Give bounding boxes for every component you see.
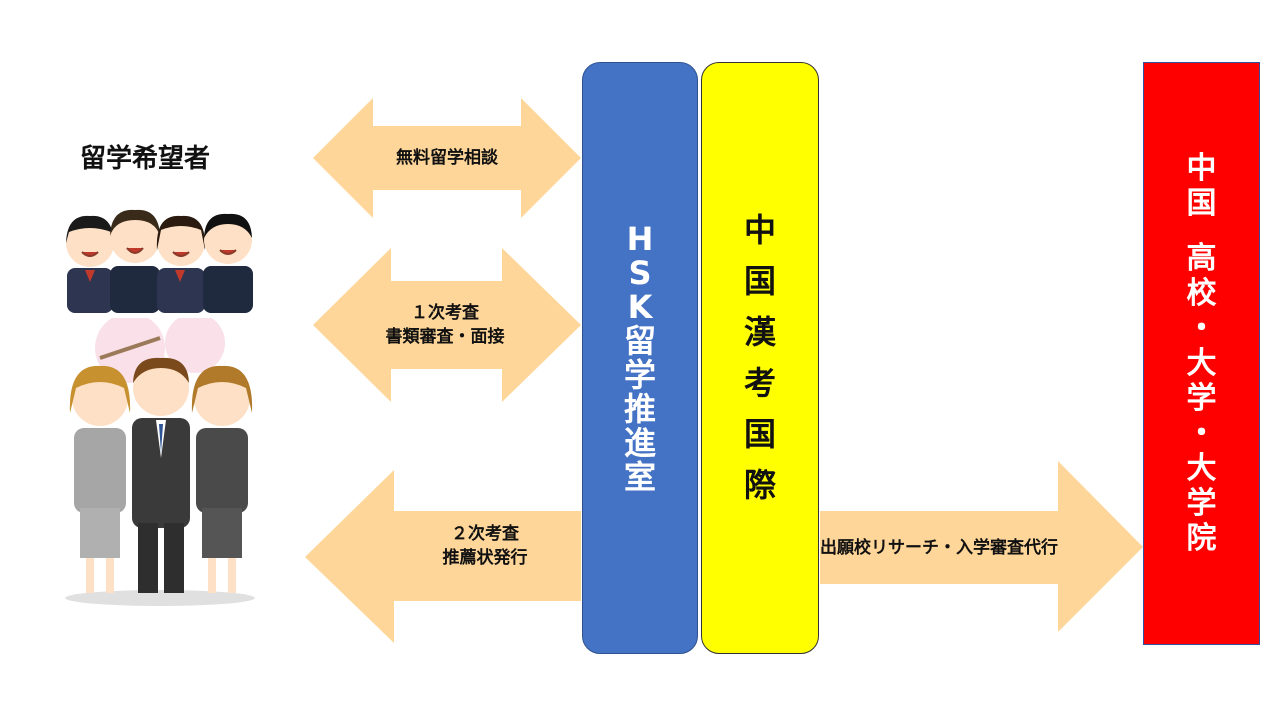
hsk-office-box: H S K 留 学 推 進 室	[582, 62, 698, 654]
china-box-char: 国	[1186, 186, 1217, 221]
arrow-label-consultation: 無料留学相談	[396, 148, 498, 168]
arrow-label-second-exam: ２次考査 推薦状発行	[442, 524, 528, 568]
kanko-box-char: 考	[743, 364, 776, 402]
china-box-char: 学	[1186, 486, 1217, 521]
china-box-char: 学	[1186, 381, 1217, 416]
china-box-char: ・	[1186, 416, 1217, 451]
hsk-box-char: 学	[623, 356, 656, 394]
kanko-box-char: 国	[743, 415, 776, 453]
china-box-char: 校	[1186, 276, 1217, 311]
hsk-box-char: K	[627, 288, 653, 326]
arrow-second-exam	[305, 470, 581, 643]
china-box-char: 大	[1186, 451, 1217, 486]
applicants-title: 留学希望者	[79, 144, 210, 174]
hsk-box-char: 推	[623, 390, 656, 428]
kanko-box-char: 漢	[743, 313, 776, 351]
students-group-illustration	[66, 209, 253, 313]
china-box-char: 大	[1186, 346, 1217, 381]
kanko-box-char: 際	[743, 466, 776, 504]
china-schools-box: 中 国 高 校 ・ 大 学 ・ 大 学 院	[1143, 62, 1260, 645]
arrow-label-application: 出願校リサーチ・入学審査代行	[820, 538, 1058, 558]
china-box-char: 院	[1186, 521, 1217, 556]
hsk-box-char: S	[628, 254, 652, 292]
kanko-box-char: 中	[743, 211, 776, 249]
china-box-char: 中	[1186, 151, 1217, 186]
china-box-char: ・	[1186, 311, 1217, 346]
hsk-box-char: 留	[623, 322, 656, 360]
kanko-international-box: 中 国 漢 考 国 際	[701, 62, 819, 654]
arrow-label-first-exam: １次考査 書類審査・面接	[385, 303, 505, 347]
china-box-char: 高	[1186, 241, 1217, 276]
hsk-box-char: 進	[623, 424, 656, 462]
hsk-box-char: 室	[623, 458, 656, 496]
arrow-application	[820, 461, 1143, 632]
kanko-box-char: 国	[743, 262, 776, 300]
arrow-consultation	[313, 98, 581, 218]
graduates-group-illustration	[65, 318, 255, 606]
arrow-first-exam	[313, 248, 581, 402]
hsk-box-char: H	[626, 220, 654, 258]
